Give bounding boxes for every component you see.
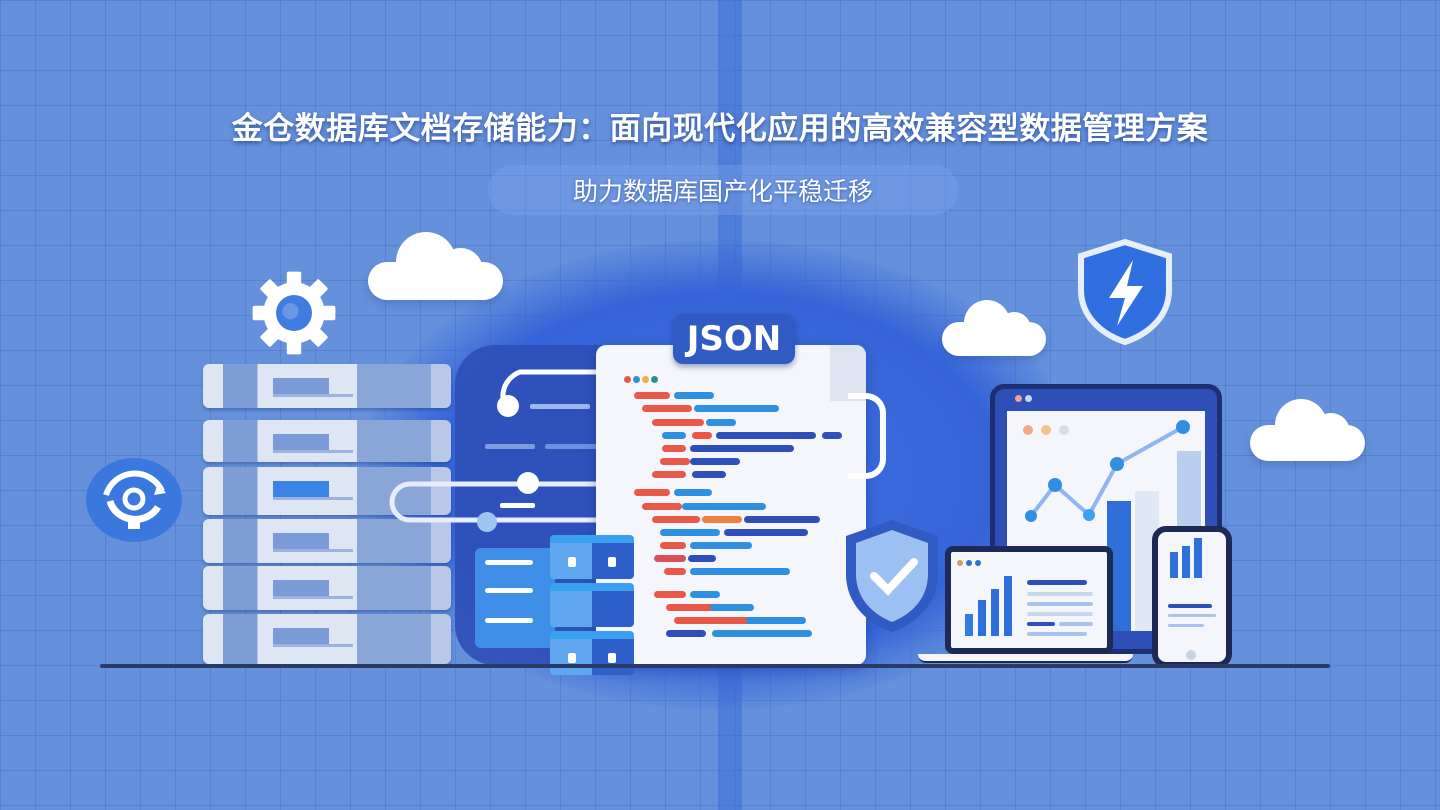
data-stack (475, 548, 555, 648)
document-clip (848, 393, 886, 479)
cloud-icon (942, 300, 1046, 356)
laptop-chart (945, 546, 1113, 654)
server-unit (203, 467, 451, 515)
data-cubes (550, 535, 640, 685)
page-subtitle: 助力数据库国产化平稳迁移 (572, 177, 873, 206)
gear-icon (252, 271, 336, 355)
server-unit (203, 420, 451, 462)
subtitle-pill (488, 165, 958, 215)
server-unit (203, 519, 451, 563)
phone-chart (1152, 526, 1232, 668)
shield-check-icon (846, 520, 938, 632)
json-badge: JSON (673, 314, 795, 364)
json-document (596, 345, 866, 665)
server-unit (203, 364, 451, 408)
line-chart (1025, 420, 1190, 522)
ground-line (100, 664, 1330, 668)
cloud-icon (368, 232, 503, 300)
cloud-icon (1250, 399, 1365, 461)
server-unit (203, 614, 451, 664)
data-flow-lines (389, 369, 610, 532)
document-fold (830, 345, 866, 401)
sync-icon (86, 458, 182, 542)
shield-bolt-icon (1078, 238, 1172, 346)
laptop-base (918, 654, 1133, 663)
server-unit (203, 566, 451, 610)
page-title: 金仓数据库文档存储能力：面向现代化应用的高效兼容型数据管理方案 (231, 111, 1209, 147)
